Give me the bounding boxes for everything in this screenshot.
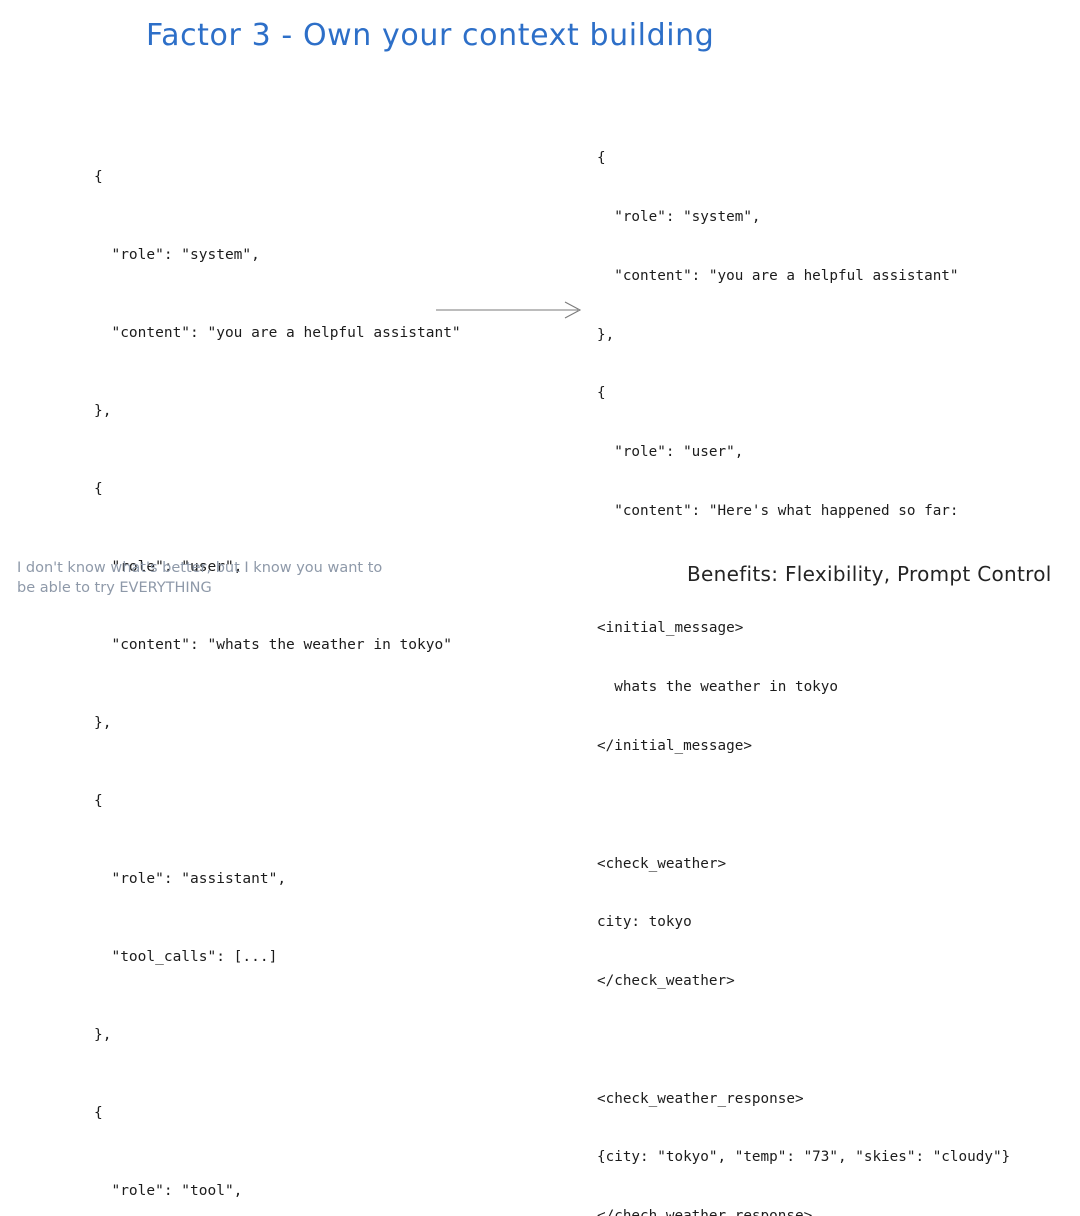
code-line: "role": "assistant", <box>94 871 287 887</box>
code-line: "content": "you are a helpful assistant" <box>94 325 461 341</box>
annotation-note-left-line-1: I don't know what's better, but I know y… <box>17 560 383 576</box>
code-line: { <box>597 385 606 402</box>
code-line: <initial_message> <box>597 620 744 637</box>
code-block-standard-messages: { "role": "system", "content": "you are … <box>94 112 461 1216</box>
code-block-custom-context: { "role": "system", "content": "you are … <box>597 110 1010 1216</box>
code-line: </initial_message> <box>597 738 752 754</box>
code-line: <check_weather_response> <box>597 1090 804 1107</box>
code-line: { <box>94 169 103 185</box>
code-line: { <box>597 150 606 167</box>
code-line: </chech_weather_response> <box>597 1207 1010 1216</box>
code-line: }, <box>94 715 112 731</box>
benefits-label: Benefits: Flexibility, Prompt Control <box>687 562 1052 586</box>
code-line-blank <box>597 1031 1010 1051</box>
code-line: "content": "Here's what happened so far: <box>597 502 959 519</box>
code-line: }, <box>597 326 615 343</box>
code-line: whats the weather in tokyo <box>597 679 839 696</box>
code-line: { <box>94 793 103 809</box>
code-line: city: tokyo <box>597 914 692 931</box>
code-line: "role": "tool", <box>94 1183 243 1199</box>
code-line: }, <box>94 403 112 419</box>
annotation-note-left-line-2: be able to try EVERYTHING <box>17 580 212 596</box>
code-line: <check_weather> <box>597 855 727 872</box>
code-line: "role": "user", <box>597 444 744 461</box>
code-line: "tool_calls": [...] <box>94 949 278 965</box>
page-title: Factor 3 - Own your context building <box>146 18 715 53</box>
code-line: { <box>94 1105 103 1121</box>
code-line: "role": "user", <box>94 559 243 575</box>
code-line: {city: "tokyo", "temp": "73", "skies": "… <box>597 1149 1011 1166</box>
code-line-blank <box>597 796 1010 816</box>
code-line: "content": "you are a helpful assistant" <box>597 267 959 284</box>
code-line: "role": "system", <box>597 208 761 225</box>
code-line: </check_weather> <box>597 973 735 990</box>
code-line: "role": "system", <box>94 247 260 263</box>
transformation-arrow-icon <box>436 301 582 319</box>
code-line: { <box>94 481 103 497</box>
code-line: "content": "whats the weather in tokyo" <box>94 637 452 653</box>
annotation-note-left: I don't know what's better, but I know y… <box>17 558 427 598</box>
code-line: }, <box>94 1027 112 1043</box>
